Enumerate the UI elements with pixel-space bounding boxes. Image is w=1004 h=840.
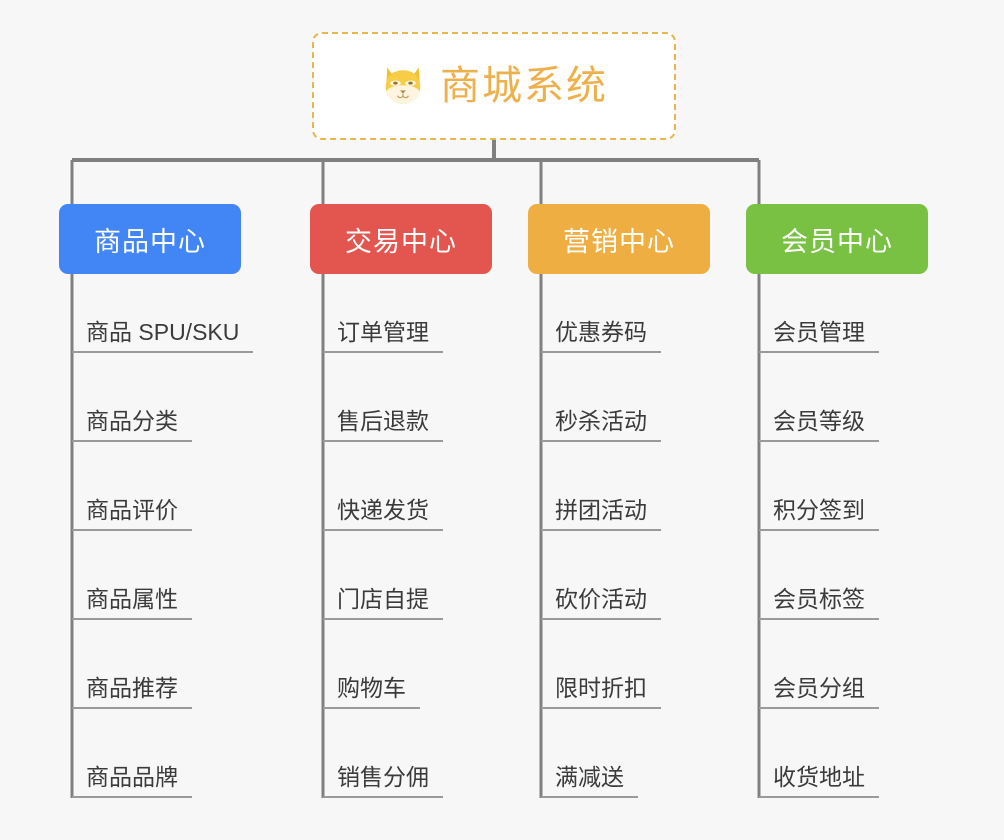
leaf-item[interactable]: 收货地址 xyxy=(759,752,879,798)
leaf-item[interactable]: 商品 SPU/SKU xyxy=(72,307,254,353)
leaf-item-label: 销售分佣 xyxy=(337,764,429,790)
leaf-item-label: 限时折扣 xyxy=(555,675,647,701)
leaf-item-label: 秒杀活动 xyxy=(555,408,647,434)
leaf-item-label: 商品推荐 xyxy=(86,675,178,701)
leaf-item-label: 订单管理 xyxy=(337,319,429,345)
leaf-item-label: 拼团活动 xyxy=(555,497,647,523)
leaf-item[interactable]: 商品评价 xyxy=(72,485,192,531)
leaf-item-label: 优惠券码 xyxy=(555,319,647,345)
root-node[interactable]: 商城系统 xyxy=(312,32,676,140)
leaf-item[interactable]: 积分签到 xyxy=(759,485,879,531)
leaf-item[interactable]: 砍价活动 xyxy=(541,574,661,620)
category-header-1[interactable]: 商品中心 xyxy=(59,204,241,274)
leaf-item[interactable]: 商品推荐 xyxy=(72,663,192,709)
leaf-item-label: 商品分类 xyxy=(86,408,178,434)
leaf-item[interactable]: 订单管理 xyxy=(323,307,443,353)
leaf-item-label: 门店自提 xyxy=(337,586,429,612)
shiba-dog-face-icon xyxy=(385,67,421,104)
leaf-item-label: 会员分组 xyxy=(773,675,865,701)
leaf-item-label: 收货地址 xyxy=(773,764,865,790)
leaf-item-label: 商品属性 xyxy=(86,586,178,612)
leaf-item[interactable]: 拼团活动 xyxy=(541,485,661,531)
leaf-item-label: 商品评价 xyxy=(86,497,178,523)
leaf-item[interactable]: 商品分类 xyxy=(72,396,192,442)
category-header-label: 商品中心 xyxy=(94,226,206,257)
leaf-item[interactable]: 会员分组 xyxy=(759,663,879,709)
leaf-item[interactable]: 商品品牌 xyxy=(72,752,192,798)
leaf-item-label: 会员等级 xyxy=(773,408,865,434)
leaf-item[interactable]: 秒杀活动 xyxy=(541,396,661,442)
leaf-item-label: 快递发货 xyxy=(337,497,429,523)
category-header-2[interactable]: 交易中心 xyxy=(310,204,492,274)
leaf-item[interactable]: 会员管理 xyxy=(759,307,879,353)
leaf-item-label: 售后退款 xyxy=(337,408,429,434)
leaf-item[interactable]: 限时折扣 xyxy=(541,663,661,709)
leaf-item-label: 购物车 xyxy=(337,675,406,701)
leaf-item[interactable]: 商品属性 xyxy=(72,574,192,620)
leaf-item[interactable]: 购物车 xyxy=(323,663,420,709)
category-header-label: 交易中心 xyxy=(345,226,457,257)
leaf-item[interactable]: 销售分佣 xyxy=(323,752,443,798)
leaf-item[interactable]: 门店自提 xyxy=(323,574,443,620)
leaf-item-label: 砍价活动 xyxy=(555,586,647,612)
leaf-item[interactable]: 售后退款 xyxy=(323,396,443,442)
leaf-item[interactable]: 会员标签 xyxy=(759,574,879,620)
leaf-item-label: 会员管理 xyxy=(773,319,865,345)
leaf-item-label: 商品品牌 xyxy=(86,764,178,790)
leaf-item[interactable]: 会员等级 xyxy=(759,396,879,442)
root-title: 商城系统 xyxy=(440,64,608,108)
leaf-item[interactable]: 优惠券码 xyxy=(541,307,661,353)
category-header-3[interactable]: 营销中心 xyxy=(528,204,710,274)
leaf-item-label: 满减送 xyxy=(555,764,624,790)
leaf-item[interactable]: 快递发货 xyxy=(323,485,443,531)
leaf-item-label: 商品 SPU/SKU xyxy=(86,319,240,345)
leaf-item-label: 积分签到 xyxy=(773,497,865,523)
category-header-label: 会员中心 xyxy=(781,226,893,257)
leaf-item[interactable]: 满减送 xyxy=(541,752,638,798)
category-header-label: 营销中心 xyxy=(563,226,675,257)
category-header-4[interactable]: 会员中心 xyxy=(746,204,928,274)
leaf-item-label: 会员标签 xyxy=(773,586,865,612)
